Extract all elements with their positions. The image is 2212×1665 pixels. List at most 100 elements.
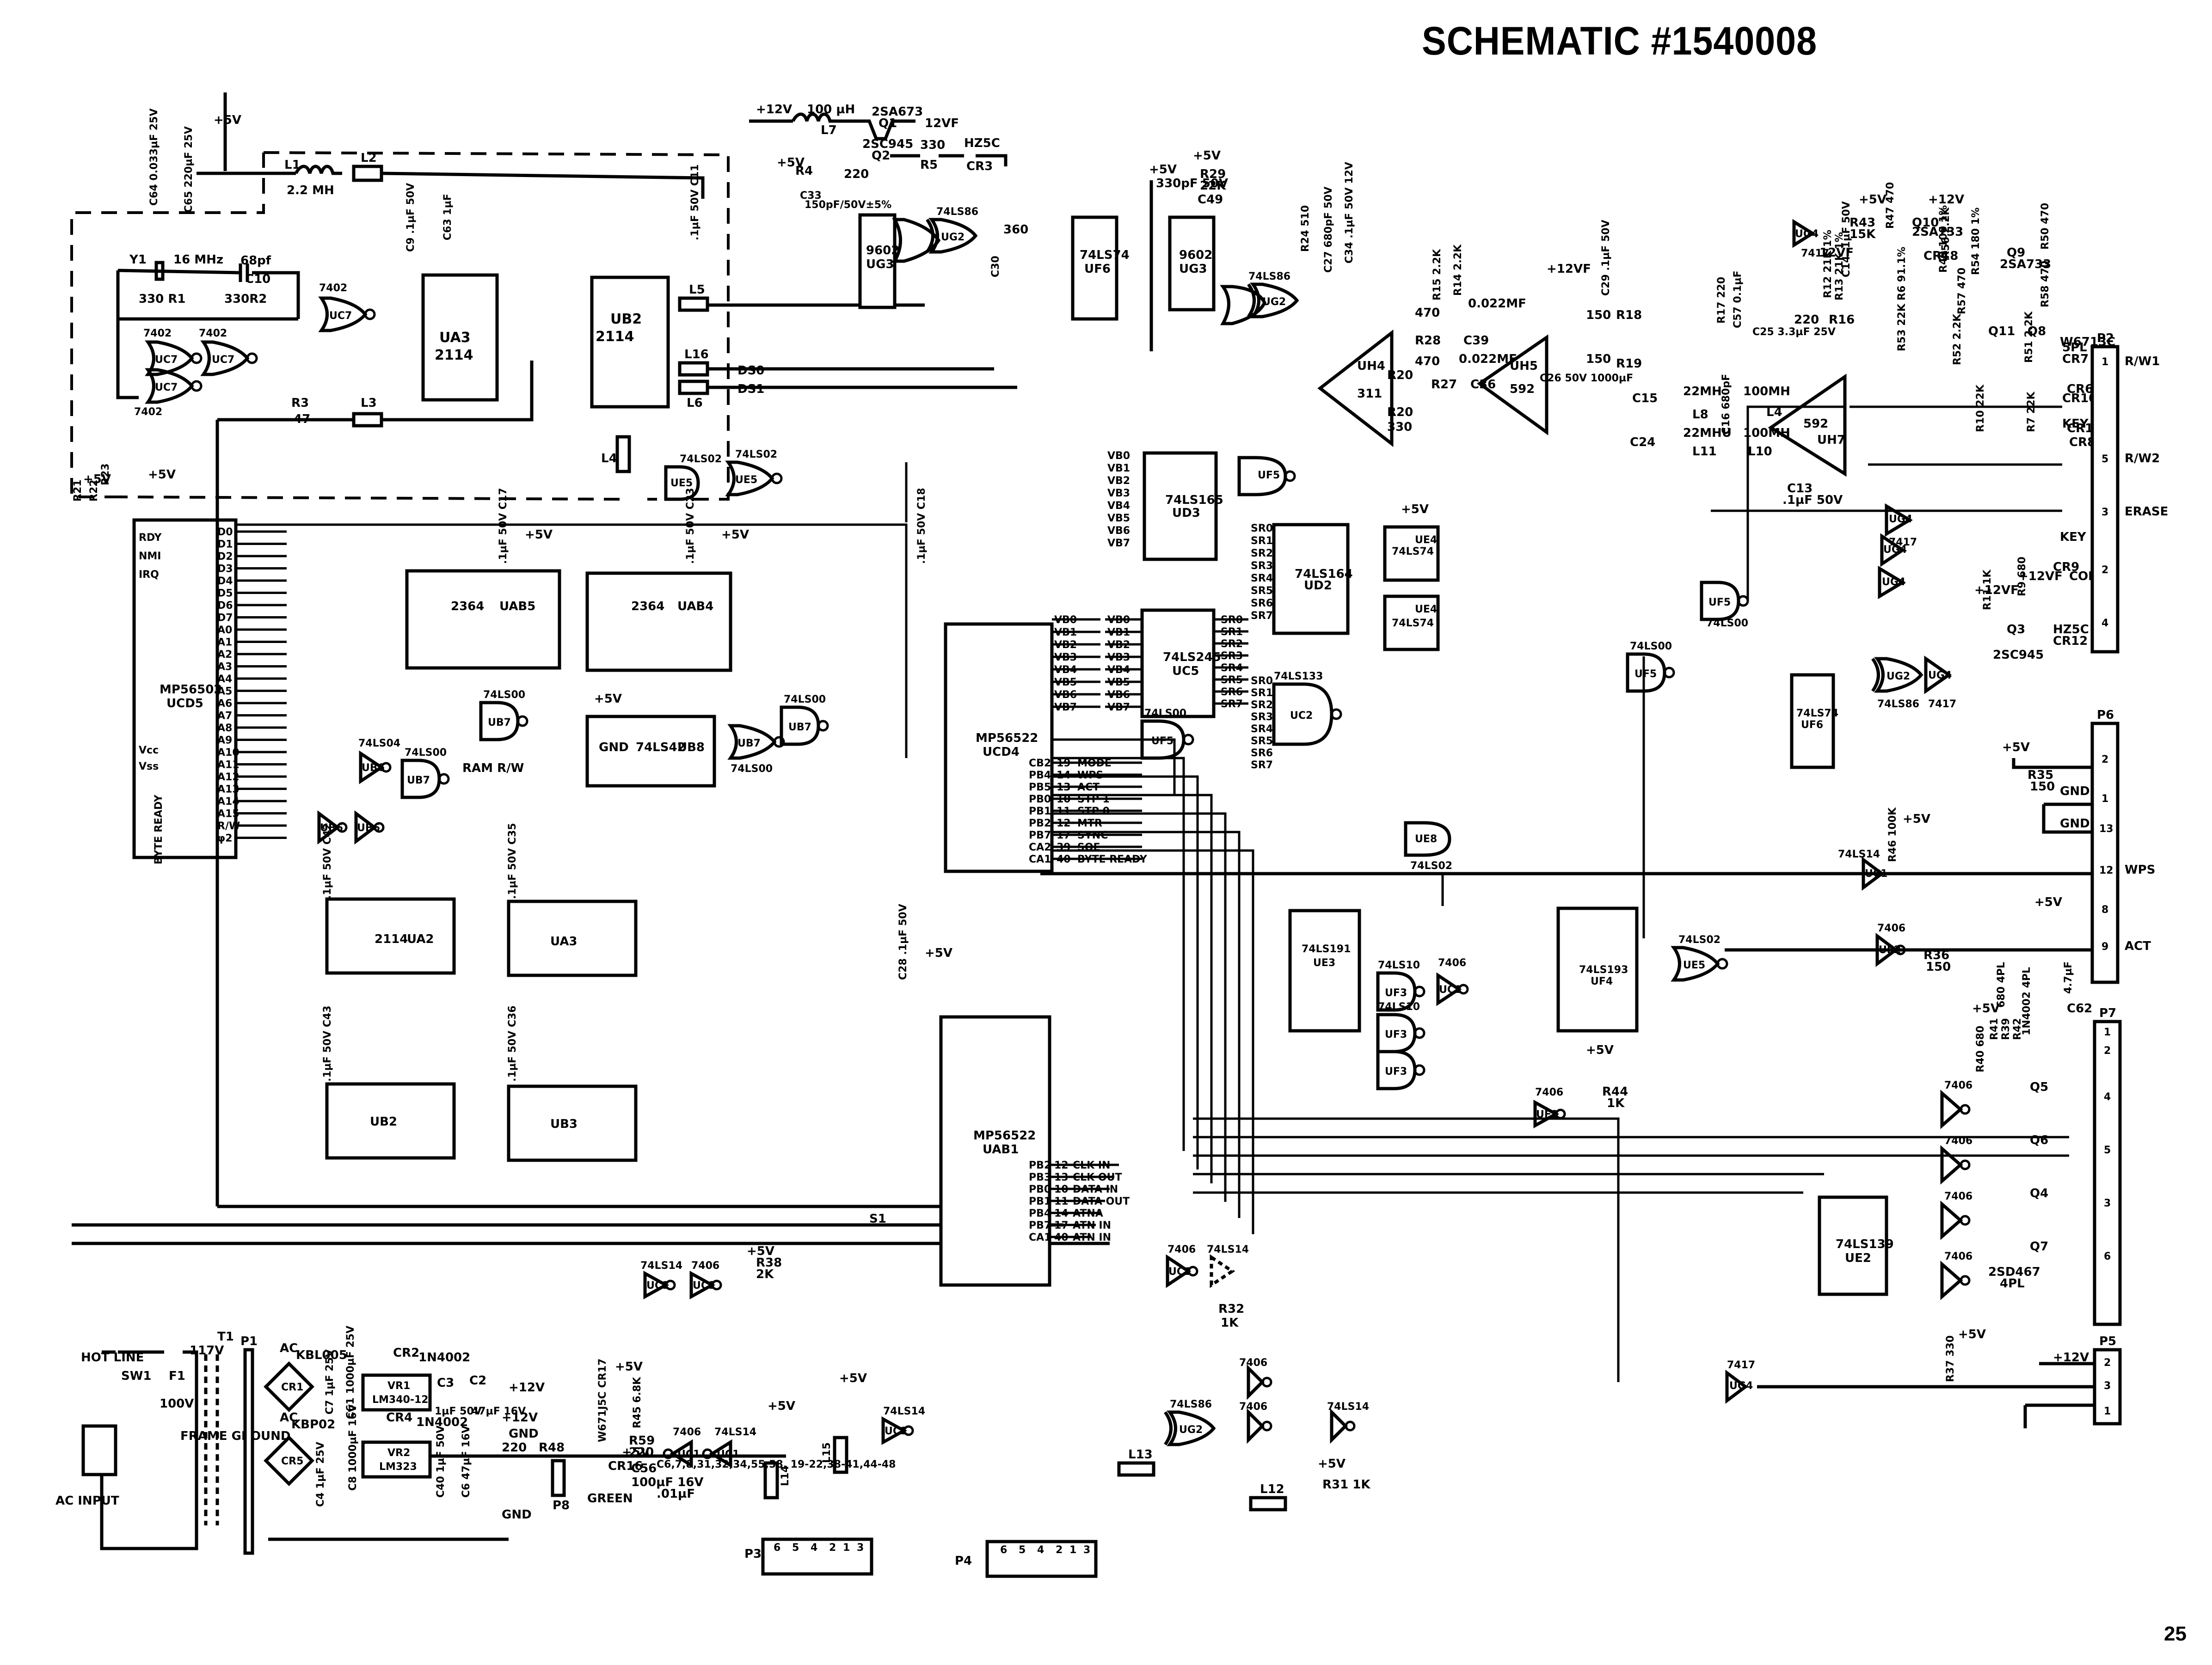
gate-type: 7417 <box>1801 248 1829 259</box>
connector-pin: 1 <box>1069 1544 1076 1556</box>
connector-pin: 1 <box>843 1542 850 1554</box>
kbl005-label: KBL005 <box>296 1348 347 1362</box>
cpu-pin: A2 <box>217 649 232 661</box>
vb-signal-label: VB7 <box>1107 538 1130 549</box>
c33-value: 150pF/50V±5% <box>805 199 891 211</box>
sr-signal-label: SR1 <box>1251 687 1273 699</box>
plus12v-label: +12V <box>1928 193 1964 207</box>
q4-label: Q4 <box>2030 1187 2048 1200</box>
connector-pin: 13 <box>2099 823 2114 835</box>
gate-ug2-b: UG2 74LS86 <box>1247 271 1299 318</box>
chip-part: 9602 <box>866 244 899 257</box>
sr-signal-label: SR2 <box>1251 699 1273 711</box>
l11-label: L11 <box>1692 445 1717 459</box>
buffer-ug4-a <box>1792 219 1816 248</box>
q8-label: Q8 <box>2028 324 2046 338</box>
schematic-title: SCHEMATIC #1540008 <box>1422 19 1818 63</box>
c61-label: C61 1000µF 25V <box>345 1326 356 1419</box>
gate-ref: UG4 <box>1889 514 1912 525</box>
q10-part: 2SA733 <box>1912 225 1963 239</box>
gate-ub7-a: UB7 74LS00 <box>479 689 528 741</box>
cr6-label: CR6 <box>2067 382 2093 396</box>
connector-p8 <box>551 1459 566 1497</box>
gate-ref: UF5 <box>1708 597 1731 608</box>
c63-label: C63 1µF <box>442 194 454 240</box>
bypass-cap-value: .01µF <box>657 1487 695 1501</box>
l8-value: 22MH <box>1683 385 1722 398</box>
gate-type: 74LS02 <box>1678 934 1720 946</box>
chip-uc6 <box>421 273 499 402</box>
plus5v-label: +5V <box>1972 1002 2000 1016</box>
c34-label: C34 .1µF 50V 12V <box>1344 162 1355 263</box>
c17-label: .1µF 50V C17 <box>498 488 509 564</box>
q9-label: Q9 <box>2007 246 2025 260</box>
cpu-pin-vss: Vss <box>139 761 159 772</box>
connector-pin: 5 <box>792 1542 799 1554</box>
sr-signal-label: SR1 <box>1251 535 1273 547</box>
cpu-pin-rdy: RDY <box>139 532 162 544</box>
gate-ref: UC1 <box>693 1280 715 1292</box>
r29-label: R29 <box>1200 167 1226 181</box>
connector-pin: 2 <box>2101 564 2108 576</box>
gate-ue8: UE8 74LS02 <box>1404 821 1452 872</box>
t1-label: T1 <box>217 1330 234 1344</box>
c13-value: .1µF 50V <box>1782 493 1843 507</box>
chip-ref: UB8 <box>677 741 705 754</box>
cpu-pin: D7 <box>217 612 233 624</box>
plus5v-label: +5V <box>594 692 622 706</box>
connector-pin: 4 <box>811 1542 817 1554</box>
bypass-cap-list: C6,7,8,31,32,34,55,58, 19-22,38-41,44-48 <box>657 1459 896 1470</box>
diode-4pl: 1N4002 4PL <box>2021 967 2033 1035</box>
gate-uf5-d: UF5 74LS00 <box>1626 641 1675 693</box>
inverter-uc1-wps: UC1 74LS14 <box>1838 849 1887 891</box>
gate-ref: UC7 <box>329 310 352 322</box>
connector-label: P3 <box>744 1547 762 1561</box>
gate-ref: UC7 <box>155 354 178 366</box>
r48-value: 220 <box>502 1441 527 1455</box>
connector-pin: 6 <box>1000 1544 1007 1556</box>
connector-pin: 3 <box>2104 1198 2111 1209</box>
gate-uc7-b: UC7 7402 <box>199 328 258 376</box>
plus5v-label: +5V <box>83 472 111 486</box>
buffer-ug4-e <box>1725 1370 1748 1404</box>
r41-label: R41 <box>1989 1018 2000 1040</box>
via-pin-name: PB1 <box>1029 806 1051 817</box>
connector-label: P7 <box>2099 1006 2116 1020</box>
c8-label: C8 1000µF 16V <box>347 1404 359 1491</box>
gate-type: 74LS00 <box>784 694 826 705</box>
chip-ref: UB2 <box>610 311 642 327</box>
c36b-label: .1µF 50V C36 <box>507 1005 518 1082</box>
ferrite-l16 <box>678 361 709 377</box>
sr-signal-label: SR3 <box>1251 711 1273 723</box>
gate-ug2-c: UG2 74LS86 <box>1871 657 1923 710</box>
c11-label: .1µF 50V C11 <box>689 164 701 240</box>
chip-ref: UF6 <box>1084 262 1111 276</box>
r28-label: R28 <box>1415 334 1441 348</box>
q5-label: Q5 <box>2030 1080 2048 1094</box>
chip-ref: UE4 <box>1415 604 1437 615</box>
gate-type: 74LS14 <box>640 1260 682 1272</box>
chip-ue2 <box>1818 1195 1888 1296</box>
transformer-core <box>204 1354 219 1525</box>
connector-pin: 1 <box>2101 793 2108 805</box>
gate-type: 74LS14 <box>714 1426 756 1438</box>
regulator-vr2 <box>361 1440 432 1479</box>
signal-act: ACT <box>2125 939 2151 953</box>
cpu-pin: A13 <box>217 784 240 796</box>
r32-value: 1K <box>1221 1316 1239 1330</box>
ferrite-l14 <box>763 1461 779 1500</box>
connector-pin: 3 <box>1083 1544 1090 1556</box>
gate-uf5-a: UF5 <box>1237 456 1296 496</box>
gate-ref: UC1 <box>1168 1266 1191 1278</box>
r5-value: 330 <box>920 138 945 152</box>
supply-label: +5V <box>214 113 241 127</box>
cpu-pin: A15 <box>217 808 240 820</box>
via-pin-name: PB0 <box>1029 794 1051 805</box>
l12-label: L12 <box>1260 1482 1284 1496</box>
supply-filter-section: +12V 100 µH L7 2SA673 Q1 12VF 2SC945 Q2 … <box>749 103 1008 211</box>
gnd-label-b: GND <box>502 1508 532 1522</box>
connector-p5: P5 2 +12V 3 1 <box>2053 1334 2122 1426</box>
signal-rw2: R/W2 <box>2125 452 2160 465</box>
r11-label: R11 1K <box>1982 569 1993 610</box>
r54-label: R54 180 1% <box>1970 208 1982 275</box>
